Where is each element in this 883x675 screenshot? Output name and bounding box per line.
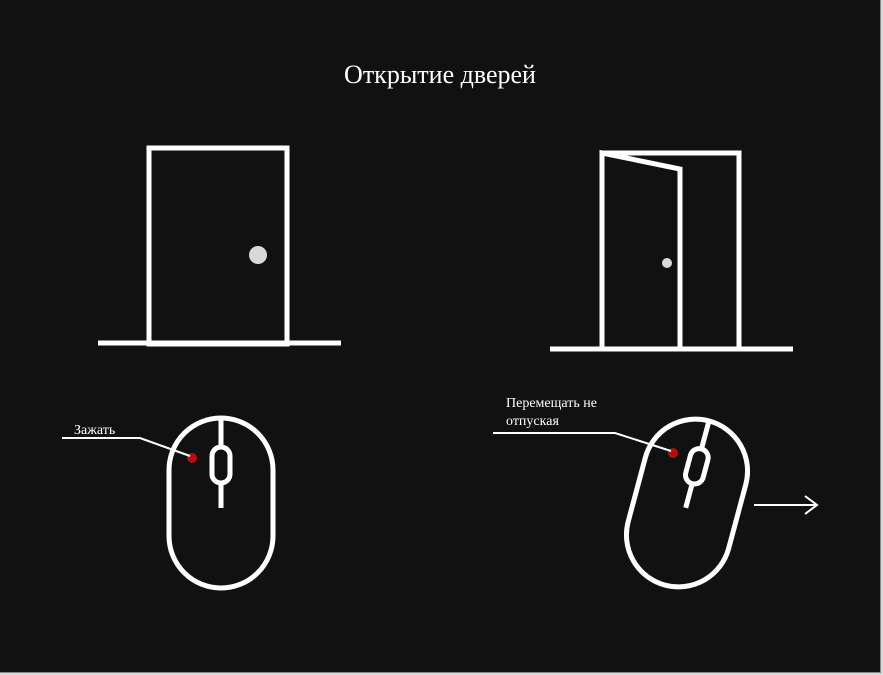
door-knob — [249, 246, 267, 264]
arrow-head — [804, 495, 819, 515]
callout-leader-line — [493, 432, 672, 452]
door-leaf — [599, 149, 683, 352]
callout-leader-line — [62, 437, 191, 457]
mouse-icon — [623, 416, 751, 590]
door-knob — [662, 258, 672, 268]
closed-door-icon — [98, 145, 341, 347]
mouse-wheel — [209, 444, 233, 486]
door-frame — [146, 145, 290, 347]
callout-label: Зажать — [74, 423, 115, 438]
drag-callout: Перемещать не отпуская — [493, 396, 672, 452]
mouse-body — [623, 416, 751, 590]
callout-label-line2: отпуская — [506, 414, 559, 429]
mouse-icon — [166, 415, 276, 591]
diagram-title: Открытие дверей — [344, 60, 536, 89]
hold-callout: Зажать — [62, 423, 191, 457]
mouse-wheel — [683, 446, 711, 487]
callout-label-line1: Перемещать не — [506, 396, 597, 411]
open-door-icon — [550, 149, 793, 352]
arrow-right-icon — [754, 495, 819, 515]
mouse-split-top — [699, 422, 711, 450]
mouse-split-bottom — [683, 483, 695, 509]
mouse-body — [166, 415, 276, 591]
